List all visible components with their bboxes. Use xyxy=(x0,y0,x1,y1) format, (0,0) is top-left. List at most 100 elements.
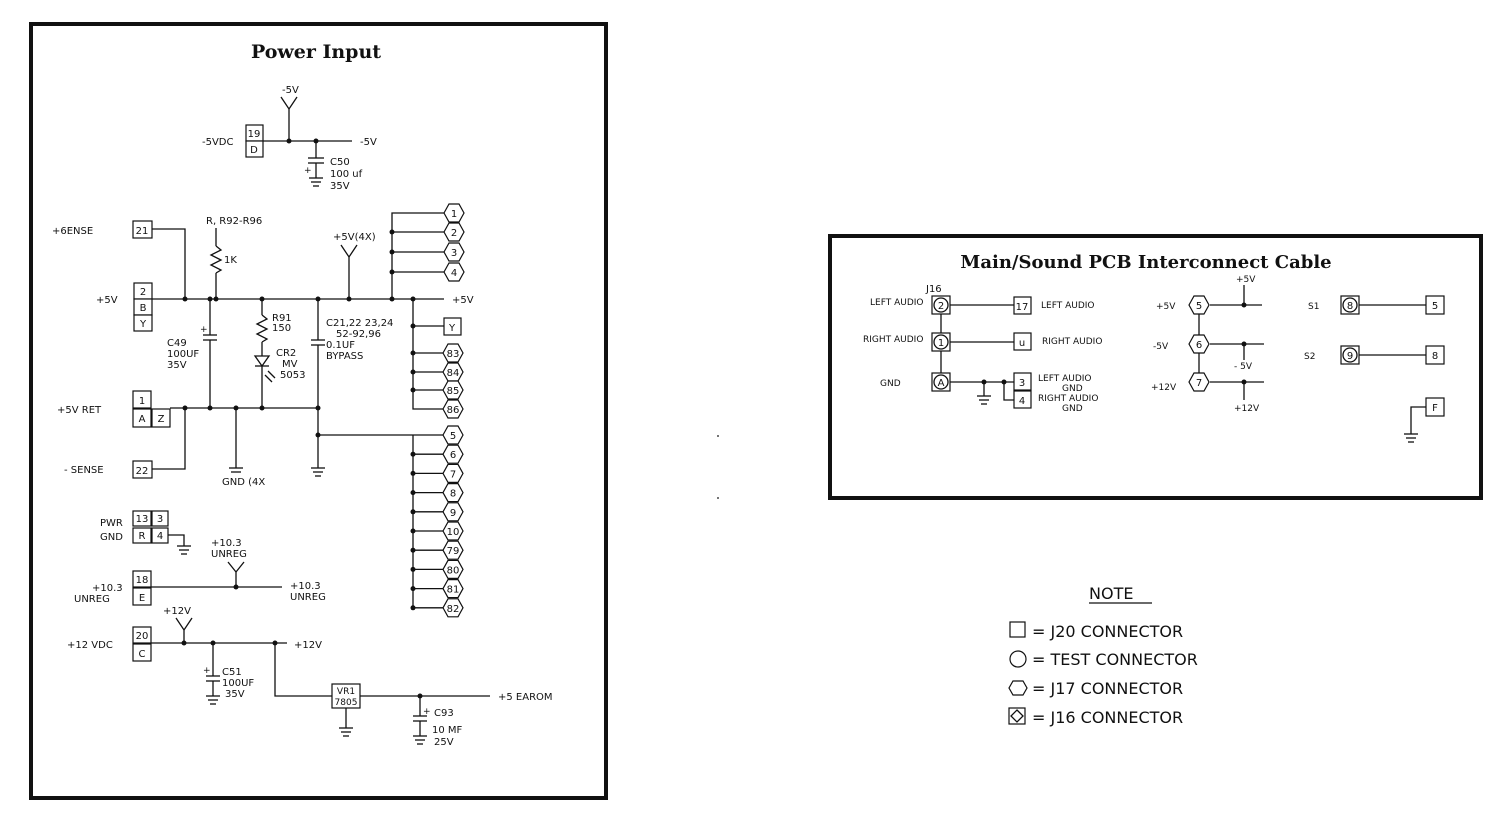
unreg-left-label: UNREG xyxy=(74,594,110,605)
j20-pin-17-label: 17 xyxy=(1016,302,1029,313)
plus12v-section: +12V +12 VDC 20 C +12V + C51 100UF 35V xyxy=(67,606,553,748)
svg-text:86: 86 xyxy=(447,405,460,416)
pin-18-label: 18 xyxy=(136,575,149,586)
svg-text:1: 1 xyxy=(451,209,457,220)
pin-1 xyxy=(132,390,152,409)
j17-connector-6: 6 xyxy=(442,444,464,464)
svg-text:80: 80 xyxy=(447,565,460,576)
c49-label: C49 xyxy=(167,338,187,349)
interconnect-frame xyxy=(828,234,1483,500)
gnd-label: GND xyxy=(100,532,123,543)
j16-connector-1: 1 xyxy=(931,332,951,352)
c21-label: C21,22 23,24 xyxy=(326,318,393,329)
j17-connector-2: 2 xyxy=(443,222,465,242)
interconnect-panel: Main/Sound PCB Interconnect Cable J16 LE… xyxy=(828,234,1483,500)
pin-A-label: A xyxy=(139,414,146,425)
c93-label: C93 xyxy=(434,708,454,719)
speck xyxy=(717,497,719,499)
svg-text:9: 9 xyxy=(450,508,456,519)
note-item-j16: = J16 CONNECTOR xyxy=(1032,708,1183,727)
unreg-right-label: UNREG xyxy=(290,592,326,603)
pin-R-label: R xyxy=(139,531,146,542)
speck xyxy=(717,435,719,437)
r1k-label: 1K xyxy=(224,255,237,266)
s1-label: S1 xyxy=(1308,302,1319,312)
c93-value: 10 MF xyxy=(432,725,463,736)
plus5v-in-label: +5V xyxy=(96,295,118,306)
j20-pin-4 xyxy=(1013,390,1032,409)
pin-A xyxy=(132,408,152,428)
j20-pin-8-label: 8 xyxy=(1432,351,1438,362)
j20-pin-17 xyxy=(1013,296,1032,315)
square-icon xyxy=(1009,621,1026,638)
j17-connector-80: 80 xyxy=(442,559,464,580)
j17-connector-7: 7 xyxy=(442,463,464,483)
j17-connector-ic-6: 6 xyxy=(1188,334,1210,354)
cr2-label: CR2 xyxy=(276,348,296,359)
j17-connector-82: 82 xyxy=(442,598,464,618)
m5v-top-label: -5V xyxy=(282,85,299,96)
svg-text:+: + xyxy=(423,707,431,717)
pin-20-label: 20 xyxy=(136,631,149,642)
j20-pin-3-label: 3 xyxy=(1019,378,1025,389)
pin-D xyxy=(245,140,264,158)
mid-minus5v: - 5V xyxy=(1234,362,1253,372)
pin-R xyxy=(132,527,152,544)
pin-C-label: C xyxy=(139,649,146,660)
note-title: NOTE xyxy=(1089,584,1133,603)
j17-connector-10: 10 xyxy=(442,521,464,541)
r91-label: R91 xyxy=(272,313,292,324)
signal-right-audio-gnd-2: GND xyxy=(1062,404,1083,414)
c52-label: 52-92,96 xyxy=(336,329,381,340)
signal-right-audio-gnd-1: RIGHT AUDIO xyxy=(1038,394,1098,404)
svg-text:+: + xyxy=(304,166,312,176)
svg-text:5: 5 xyxy=(450,431,456,442)
svg-text:79: 79 xyxy=(447,546,460,557)
c49-voltage: 35V xyxy=(167,360,187,371)
plus5v-ret-label: +5V RET xyxy=(57,405,102,416)
pin-Y-box-label: Y xyxy=(448,323,456,334)
gnd-4x-label: GND (4X xyxy=(222,477,265,488)
j17-connector-79: 79 xyxy=(442,540,464,560)
svg-text:7: 7 xyxy=(1196,378,1202,389)
plus5v-4x-label: +5V(4X) xyxy=(333,232,376,243)
vr1-label: VR1 xyxy=(337,687,355,697)
power-input-title: Power Input xyxy=(251,41,381,63)
pin-E xyxy=(132,587,152,606)
j20-pin-5 xyxy=(1425,295,1445,315)
svg-text:83: 83 xyxy=(447,349,460,360)
c50-value: 100 uf xyxy=(330,169,363,180)
j17-connector-9: 9 xyxy=(442,502,464,522)
svg-text:+: + xyxy=(203,666,211,676)
pwr-gnd-section: PWR GND 13 3 R 4 xyxy=(100,510,191,555)
j17-connector-ic-5: 5 xyxy=(1188,295,1210,315)
svg-text:81: 81 xyxy=(447,585,460,596)
pin-Y-box xyxy=(443,317,462,336)
j16-connector-A: A xyxy=(931,372,951,392)
cr2-mv: MV xyxy=(282,359,298,370)
minus5v-section: 19 D -5VDC -5V -5V + C50 100 uf 35V xyxy=(202,85,377,192)
j17-connector-1: 1 xyxy=(443,203,465,223)
j16-connector-2: 2 xyxy=(931,295,951,315)
diamond-square-icon xyxy=(1008,707,1026,725)
plus5v-section: +6ENSE 21 +5V 2 B Y +5V R, R92-R96 xyxy=(52,203,474,477)
j17-connector-group-interconnect: 5 6 7 xyxy=(1188,295,1210,392)
top-plus5v: +5V xyxy=(1236,275,1256,285)
pwr-label: PWR xyxy=(100,518,123,529)
power-input-panel: Power Input 19 D -5VDC -5V -5V + C50 100… xyxy=(29,22,608,800)
svg-text:+: + xyxy=(200,325,208,335)
j20-pin-3 xyxy=(1013,372,1032,391)
svg-text:2: 2 xyxy=(451,228,457,239)
j17-connector-81: 81 xyxy=(442,578,464,599)
pin-Z xyxy=(151,408,171,428)
svg-text:1: 1 xyxy=(938,338,944,349)
pin-20 xyxy=(132,626,152,644)
pin-4-label: 4 xyxy=(157,531,163,542)
svg-text:8: 8 xyxy=(1347,301,1353,312)
svg-text:84: 84 xyxy=(447,368,460,379)
svg-text:4: 4 xyxy=(451,268,457,279)
plus12vdc-label: +12 VDC xyxy=(67,640,113,651)
